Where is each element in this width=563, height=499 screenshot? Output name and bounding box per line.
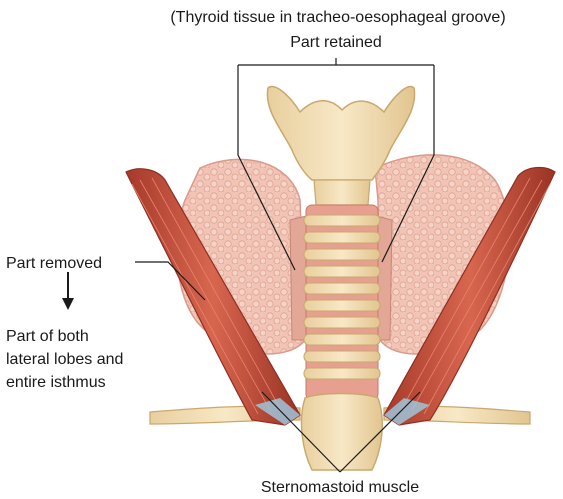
- top-note-label: (Thyroid tissue in tracheo-oesophageal g…: [170, 9, 505, 26]
- trachea: [304, 205, 380, 400]
- removed-desc-line2: lateral lobes and: [6, 351, 123, 368]
- part-retained-label: Part retained: [290, 34, 382, 51]
- removed-desc-line3: entire isthmus: [6, 374, 106, 391]
- sternomastoid-label: Sternomastoid muscle: [261, 479, 419, 496]
- part-removed-label: Part removed: [6, 255, 102, 272]
- down-arrow-icon: [62, 272, 74, 310]
- removed-desc-line1: Part of both: [6, 328, 89, 345]
- clavicles-and-manubrium: [150, 394, 530, 471]
